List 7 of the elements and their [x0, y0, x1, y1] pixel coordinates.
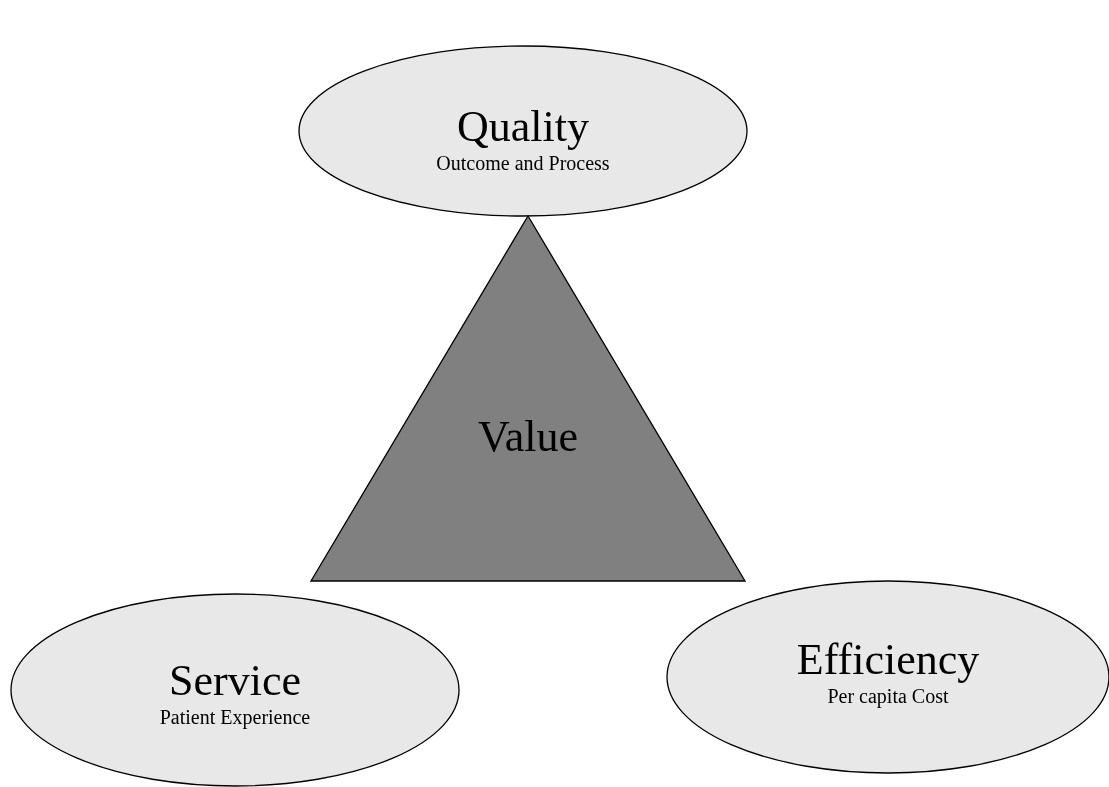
node-title: Service [168, 657, 302, 705]
node-title: Quality [456, 103, 590, 151]
node-subtitle: Per capita Cost [826, 684, 950, 708]
node-subtitle: Outcome and Process [435, 151, 611, 175]
node-title: Value [476, 413, 580, 461]
node-subtitle: Patient Experience [158, 705, 312, 729]
node-title: Efficiency [795, 636, 981, 684]
